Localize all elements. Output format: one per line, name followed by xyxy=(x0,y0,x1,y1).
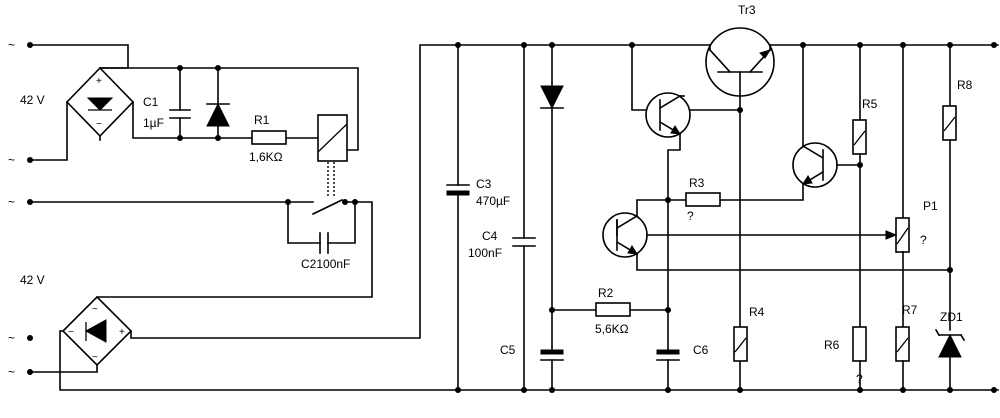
bridge-tilde-top: ~ xyxy=(92,304,98,315)
transistor-limit xyxy=(719,42,863,201)
ac-label-2: ~ xyxy=(8,153,15,167)
voltage-label-bottom: 42 V xyxy=(20,273,45,287)
bridge-minus-bottom: − xyxy=(68,327,74,338)
capacitor-c3: C3 470µF xyxy=(446,42,510,393)
p1-name: P1 xyxy=(923,199,938,213)
c5-name: C5 xyxy=(500,343,516,357)
ac-label-1: ~ xyxy=(8,38,15,52)
relay-contact xyxy=(29,198,373,297)
bridge-rectifier-bottom: ~ ~ − + xyxy=(61,295,133,367)
r2-name: R2 xyxy=(598,286,614,300)
bridge-minus-top: − xyxy=(96,119,102,130)
diode-reference xyxy=(540,42,564,351)
bridge-tilde-bottom: ~ xyxy=(92,352,98,363)
r1-value: 1,6KΩ xyxy=(249,150,283,164)
transistor-error-amp xyxy=(602,199,951,271)
ac-terminals: ~ ~ ~ ~ ~ 42 V 42 V xyxy=(8,38,45,379)
r3-value: ? xyxy=(687,209,694,223)
tr3-name: Tr3 xyxy=(738,3,756,17)
c1-value: 1µF xyxy=(143,116,164,130)
zener-zd1: ZD1 xyxy=(934,310,966,393)
c4-value: 100nF xyxy=(468,246,502,260)
r6-value: ? xyxy=(856,372,863,386)
r7-name: R7 xyxy=(902,303,918,317)
capacitor-c5: C5 xyxy=(500,343,564,393)
resistor-r6: R6 ? xyxy=(824,326,867,393)
capacitor-c1: C1 1µF xyxy=(143,65,191,141)
capacitor-c6: C6 xyxy=(656,309,709,393)
ac-label-3: ~ xyxy=(8,195,15,209)
resistor-r4: R4 xyxy=(733,305,765,362)
capacitor-c2: C2100nF xyxy=(287,201,356,271)
ac-label-5: ~ xyxy=(8,365,15,379)
potentiometer-p1: P1 ? xyxy=(885,42,938,328)
relay-coil xyxy=(317,114,348,196)
p1-value: ? xyxy=(920,233,927,247)
resistor-r8: R8 xyxy=(942,42,973,331)
c3-value: 470µF xyxy=(476,194,510,208)
resistor-r3: R3 ? xyxy=(667,176,721,223)
zd1-name: ZD1 xyxy=(940,310,963,324)
voltage-label-top: 42 V xyxy=(20,93,45,107)
output-terminals xyxy=(991,42,997,393)
capacitor-c4: C4 100nF xyxy=(468,42,536,393)
transistor-driver xyxy=(629,42,741,311)
resistor-r1: R1 1,6KΩ xyxy=(249,113,319,164)
r5-name: R5 xyxy=(862,97,878,111)
resistor-r5: R5 xyxy=(852,42,878,328)
c4-name: C4 xyxy=(482,229,498,243)
c6-name: C6 xyxy=(693,343,709,357)
c3-name: C3 xyxy=(476,177,492,191)
ac-label-4: ~ xyxy=(8,331,15,345)
r2-value: 5,6KΩ xyxy=(595,322,629,336)
bridge-plus-bottom: + xyxy=(119,327,125,338)
resistor-r7: R7 xyxy=(895,303,918,393)
r4-name: R4 xyxy=(749,305,765,319)
c2-label: C2100nF xyxy=(301,257,350,271)
r6-name: R6 xyxy=(824,338,840,352)
bridge-rectifier-top: + − xyxy=(65,66,135,138)
resistor-r2: R2 5,6KΩ xyxy=(549,286,671,336)
r8-name: R8 xyxy=(957,78,973,92)
bridge-plus-top: + xyxy=(96,76,102,87)
diode-flyback xyxy=(206,65,230,141)
r3-name: R3 xyxy=(689,176,705,190)
c1-name: C1 xyxy=(143,95,159,109)
r1-name: R1 xyxy=(254,113,270,127)
